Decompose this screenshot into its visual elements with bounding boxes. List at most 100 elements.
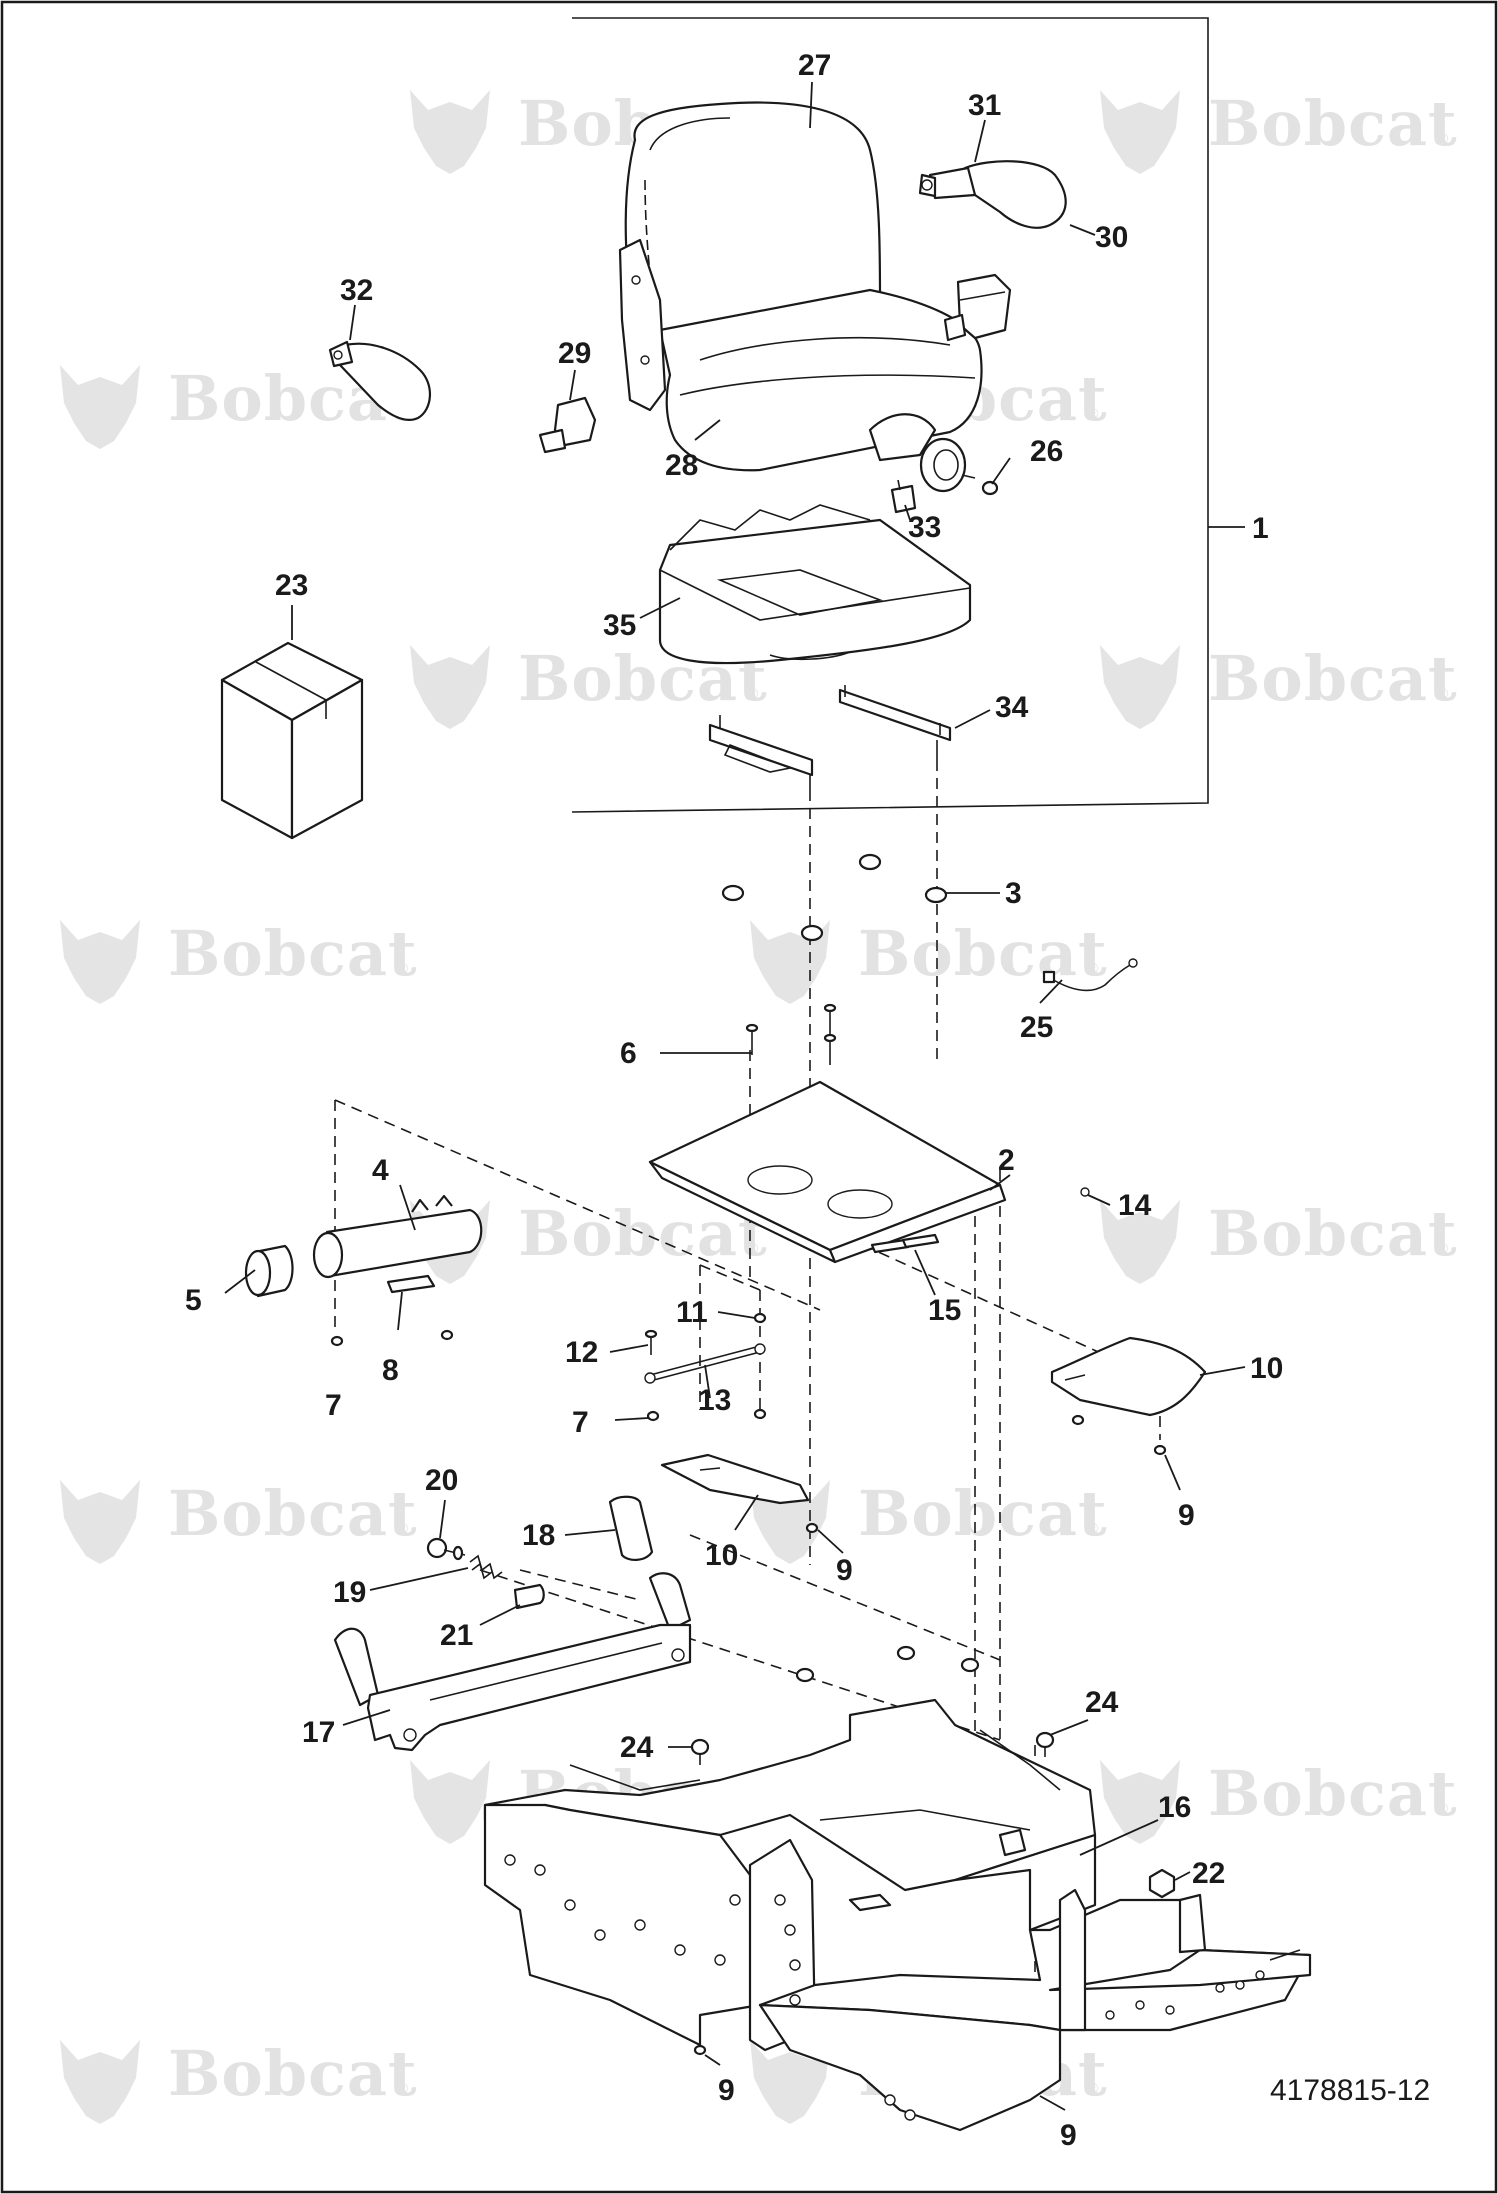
small-plate-part: [386, 1274, 436, 1294]
isolator-mounts-part: [721, 853, 948, 942]
nuts-9-part: [693, 1414, 1167, 2097]
callout-16: 16: [1158, 1791, 1191, 1824]
watermark-registered-mark: ®: [398, 1520, 409, 1536]
watermark-text: Bobcat: [168, 1477, 418, 1550]
callout-22: 22: [1192, 1857, 1225, 1890]
watermark-text: Bobcat: [168, 917, 418, 990]
bobcat-logo-icon: [60, 2040, 140, 2124]
bobcat-watermark: Bobcat®: [1100, 87, 1458, 174]
pins-part: [870, 1187, 1090, 1254]
bobcat-logo-icon: [410, 645, 490, 729]
watermark-registered-mark: ®: [398, 960, 409, 976]
watermark-registered-mark: ®: [1438, 130, 1449, 146]
callout-18: 18: [522, 1519, 555, 1552]
bobcat-watermark: Bobcat®: [60, 917, 418, 1004]
callout-12: 12: [565, 1336, 598, 1369]
seat-suspension-part: [658, 504, 972, 665]
callout-6: 6: [620, 1037, 637, 1070]
bobcat-watermark: Bobcat®: [60, 1477, 418, 1564]
main-frame-part: [483, 1698, 1312, 2132]
bobcat-logo-icon: [410, 90, 490, 174]
watermark-text: Bobcat: [1208, 1757, 1458, 1830]
callout-1: 1: [1252, 512, 1269, 545]
bolts-part: [745, 1003, 837, 1065]
tube-cap-part: [244, 1244, 294, 1298]
armrest-left-part: [328, 340, 431, 422]
shield-left-part: [660, 1453, 810, 1505]
seat-mount-plate-part: [648, 1080, 1007, 1264]
bobcat-logo-icon: [60, 920, 140, 1004]
bobcat-watermark: Bobcat®: [60, 2037, 418, 2124]
watermark-registered-mark: ®: [1088, 1520, 1099, 1536]
watermark-text: Bobcat: [858, 917, 1108, 990]
callout-11: 11: [676, 1296, 708, 1329]
callout-5: 5: [185, 1284, 202, 1317]
linkage-rod-part: [644, 1329, 766, 1384]
leader-lines: [224, 81, 1246, 2111]
watermark-text: Bobcat: [858, 1477, 1108, 1550]
callout-10-right: 10: [1250, 1352, 1283, 1385]
pin-21-part: [513, 1583, 545, 1610]
stops-part: [690, 1645, 1055, 1765]
lever-assembly-part: [333, 1572, 692, 1752]
adjustment-knob-part: [919, 437, 999, 496]
callout-23: 23: [275, 569, 308, 602]
watermark-registered-mark: ®: [398, 2080, 409, 2096]
callout-13: 13: [698, 1384, 731, 1417]
drawing-reference-number: 4178815-12: [1270, 2074, 1430, 2107]
bobcat-logo-icon: [410, 1760, 490, 1844]
callout-10-left: 10: [705, 1539, 738, 1572]
callout-20: 20: [425, 1464, 458, 1497]
callout-33: 33: [908, 511, 941, 544]
bobcat-logo-icon: [1100, 645, 1180, 729]
watermark-registered-mark: ®: [1438, 1240, 1449, 1256]
callout-31: 31: [968, 89, 1001, 122]
callout-30: 30: [1095, 221, 1128, 254]
callout-26: 26: [1030, 435, 1063, 468]
watermark-text: Bobcat: [168, 2037, 418, 2110]
callout-28: 28: [665, 449, 698, 482]
bolt-20-part: [426, 1537, 466, 1561]
seat-cushion-back-part: [618, 101, 983, 472]
switch-part: [890, 479, 917, 514]
manual-box-part: [220, 641, 364, 840]
callout-7-lower: 7: [572, 1406, 589, 1439]
callout-19: 19: [333, 1576, 366, 1609]
watermark-registered-mark: ®: [1088, 960, 1099, 976]
watermark-text: Bobcat: [1208, 87, 1458, 160]
callout-21: 21: [440, 1619, 473, 1652]
callout-9-bottom-left: 9: [718, 2074, 735, 2107]
callout-labels: 27 31 30 32 29 28 26 33 1 23 35 34 3 25 …: [185, 49, 1283, 2152]
callout-24-left: 24: [620, 1731, 654, 1764]
watermark-text: Bobcat: [1208, 1197, 1458, 1270]
nut-22-part: [1148, 1868, 1176, 1899]
callout-9-bottom-right: 9: [1060, 2119, 1077, 2152]
bobcat-watermark: Bobcat®: [1100, 1757, 1458, 1844]
wire-harness-part: [1042, 958, 1138, 992]
callout-15: 15: [928, 1294, 961, 1327]
spring-part: [469, 1554, 503, 1580]
seat-assembly-bracket: [571, 17, 1209, 813]
callout-9-mid: 9: [836, 1554, 853, 1587]
shield-right-part: [1050, 1336, 1207, 1417]
callout-8: 8: [382, 1354, 399, 1387]
handle-grip-part: [608, 1495, 654, 1561]
callout-9-right: 9: [1178, 1499, 1195, 1532]
callout-32: 32: [340, 274, 373, 307]
watermark-registered-mark: ®: [748, 685, 759, 701]
callout-29: 29: [558, 337, 591, 370]
handle-tube-part: [312, 1194, 483, 1279]
bobcat-logo-icon: [1100, 1760, 1180, 1844]
bobcat-logo-icon: [60, 365, 140, 449]
callout-7-upper: 7: [325, 1389, 342, 1422]
bobcat-watermark: Bobcat®: [1100, 1197, 1458, 1284]
callout-24-right: 24: [1085, 1686, 1119, 1719]
bobcat-logo-icon: [1100, 90, 1180, 174]
seat-slide-rails-part: [708, 685, 952, 790]
armrest-right-part: [918, 160, 1067, 229]
bobcat-logo-icon: [60, 1480, 140, 1564]
seat-belt-buckle-part: [943, 273, 1012, 342]
bobcat-logo-icon: [1100, 1200, 1180, 1284]
bobcat-watermark: Bobcat®: [1100, 642, 1457, 729]
